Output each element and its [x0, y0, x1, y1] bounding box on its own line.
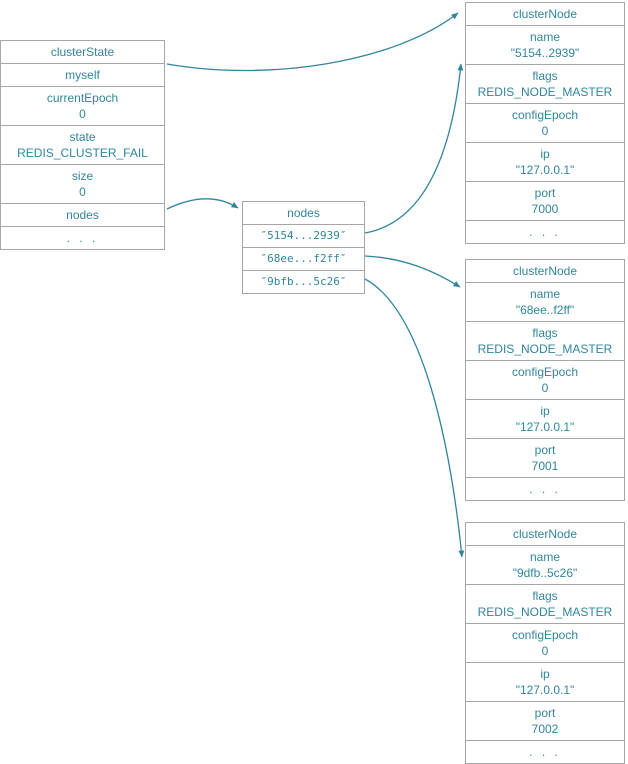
- arrow-entry3-to-clusternode3: [364, 278, 465, 558]
- cluster-state-title: clusterState: [50, 45, 115, 59]
- field-value: "127.0.0.1": [515, 420, 575, 434]
- nodes-entry-3: ″9bfb...5c26″: [243, 270, 364, 293]
- field-label: . . .: [529, 225, 561, 239]
- nodes-entry-1: ″5154...2939″: [243, 224, 364, 247]
- cluster-node-title: clusterNode: [512, 7, 578, 21]
- field-value: "5154..2939": [510, 46, 580, 60]
- field-label: port: [534, 186, 556, 200]
- field-label: nodes: [66, 208, 99, 222]
- field-size: size 0: [1, 164, 164, 203]
- cluster-node-box-2: clusterNode name "68ee..f2ff" flags REDI…: [465, 259, 625, 501]
- field-port: port 7001: [466, 438, 624, 477]
- field-value: 0: [79, 107, 86, 121]
- field-flags: flags REDIS_NODE_MASTER: [466, 64, 624, 103]
- field-label: currentEpoch: [46, 91, 119, 105]
- arrow-entry2-to-clusternode2: [364, 255, 461, 288]
- field-label: ip: [540, 147, 550, 161]
- field-value: 0: [541, 124, 549, 138]
- field-nodes: nodes: [1, 203, 164, 226]
- field-state: state REDIS_CLUSTER_FAIL: [1, 125, 164, 164]
- field-label: flags: [532, 69, 558, 83]
- nodes-dict-box: nodes ″5154...2939″ ″68ee...f2ff″ ″9bfb.…: [242, 201, 365, 294]
- field-config-epoch: configEpoch 0: [466, 360, 624, 399]
- field-value: 7000: [531, 202, 559, 216]
- nodes-dict-title: nodes: [287, 206, 320, 220]
- field-ellipsis: . . .: [466, 477, 624, 500]
- arrow-nodes-field-to-nodes-dict: [166, 198, 239, 210]
- field-label: state: [69, 130, 96, 144]
- field-label: configEpoch: [511, 628, 579, 642]
- field-flags: flags REDIS_NODE_MASTER: [466, 321, 624, 360]
- field-current-epoch: currentEpoch 0: [1, 86, 164, 125]
- cluster-node-box-1: clusterNode name "5154..2939" flags REDI…: [465, 2, 625, 244]
- field-label: size: [71, 169, 94, 183]
- field-label: flags: [532, 589, 558, 603]
- field-name: name "68ee..f2ff": [466, 282, 624, 321]
- field-ip: ip "127.0.0.1": [466, 662, 624, 701]
- field-label: ip: [540, 667, 550, 681]
- cluster-state-box: clusterState myself currentEpoch 0 state…: [0, 40, 165, 250]
- field-label: ip: [540, 404, 550, 418]
- field-ip: ip "127.0.0.1": [466, 142, 624, 181]
- field-label: . . .: [529, 745, 561, 759]
- field-label: port: [534, 706, 556, 720]
- field-value: REDIS_NODE_MASTER: [477, 605, 613, 619]
- cluster-node-title: clusterNode: [512, 527, 578, 541]
- field-ip: ip "127.0.0.1": [466, 399, 624, 438]
- field-value: "9dfb..5c26": [512, 566, 578, 580]
- field-label: . . .: [529, 482, 561, 496]
- field-label: . . .: [66, 231, 99, 245]
- field-ellipsis: . . .: [466, 740, 624, 763]
- field-value: "127.0.0.1": [515, 163, 575, 177]
- field-value: 7001: [531, 459, 559, 473]
- field-config-epoch: configEpoch 0: [466, 103, 624, 142]
- field-value: 0: [541, 644, 549, 658]
- cluster-node-title: clusterNode: [512, 264, 578, 278]
- field-value: REDIS_NODE_MASTER: [477, 342, 613, 356]
- field-value: 7002: [531, 722, 559, 736]
- arrow-myself-to-clusternode1: [166, 12, 459, 72]
- field-ellipsis: . . .: [1, 226, 164, 249]
- field-label: name: [529, 30, 561, 44]
- field-value: "68ee..f2ff": [515, 303, 575, 317]
- field-value: REDIS_NODE_MASTER: [477, 85, 613, 99]
- field-label: configEpoch: [511, 365, 579, 379]
- field-config-epoch: configEpoch 0: [466, 623, 624, 662]
- nodes-entry-2: ″68ee...f2ff″: [243, 247, 364, 270]
- field-value: 0: [79, 185, 86, 199]
- field-myself: myself: [1, 63, 164, 86]
- field-name: name "9dfb..5c26": [466, 545, 624, 584]
- field-label: configEpoch: [511, 108, 579, 122]
- field-label: name: [529, 287, 561, 301]
- field-label: port: [534, 443, 556, 457]
- field-port: port 7000: [466, 181, 624, 220]
- field-value: 0: [541, 381, 549, 395]
- field-value: REDIS_CLUSTER_FAIL: [17, 146, 148, 160]
- arrow-entry1-to-clusternode1: [364, 63, 464, 234]
- field-name: name "5154..2939": [466, 25, 624, 64]
- cluster-node-box-3: clusterNode name "9dfb..5c26" flags REDI…: [465, 522, 625, 764]
- field-label: myself: [65, 68, 100, 82]
- field-ellipsis: . . .: [466, 220, 624, 243]
- field-label: name: [529, 550, 561, 564]
- field-flags: flags REDIS_NODE_MASTER: [466, 584, 624, 623]
- field-port: port 7002: [466, 701, 624, 740]
- field-label: flags: [532, 326, 558, 340]
- field-value: "127.0.0.1": [515, 683, 575, 697]
